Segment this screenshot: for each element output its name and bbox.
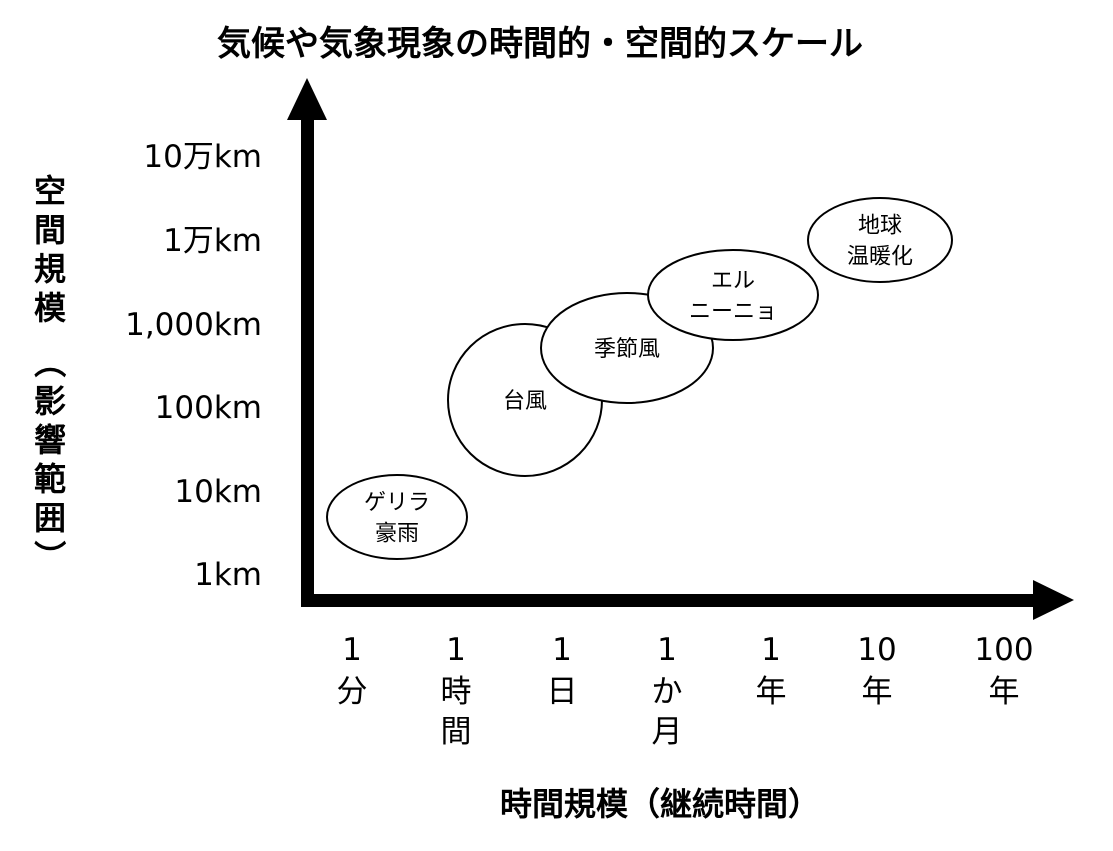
y-axis [287, 78, 327, 607]
y-tick: 1,000km [125, 307, 262, 343]
y-axis-label-char: 響 [34, 421, 66, 459]
y-tick-labels: 10万km 1万km 1,000km 100km 10km 1km [125, 139, 262, 593]
x-tick: 10 [857, 632, 896, 668]
y-tick: 10万km [143, 139, 262, 175]
y-axis-label-char: 間 [34, 211, 66, 249]
x-tick: 年 [862, 674, 893, 710]
x-tick: 1 [552, 632, 572, 668]
x-tick: 1 [761, 632, 781, 668]
x-tick: 1 [446, 632, 466, 668]
bubble-label: ニーニョ [689, 300, 777, 325]
x-tick: 100 [974, 632, 1033, 668]
x-axis-label: 時間規模（継続時間） [500, 785, 820, 823]
x-tick: 年 [756, 674, 787, 710]
x-tick: 分 [337, 674, 368, 710]
y-axis-label-char: 影 [34, 382, 66, 420]
bubble-ellipse [647, 249, 819, 341]
y-axis-label-char: 空 [34, 172, 66, 210]
y-axis-arrow-icon [287, 78, 327, 120]
y-axis-label-char: 規 [34, 250, 66, 288]
bubble-label: 台風 [503, 389, 547, 414]
bubble-label: 季節風 [594, 337, 660, 362]
bubble-ellipse [807, 197, 953, 283]
y-axis-line [301, 115, 314, 607]
y-tick: 100km [155, 390, 262, 426]
bubble-label: エル [711, 269, 755, 294]
y-tick: 1万km [163, 223, 262, 259]
x-tick: か [652, 674, 683, 710]
y-axis-label-char: （ [30, 346, 68, 378]
bubble-label: 地球 [858, 214, 902, 239]
bubble-label: 温暖化 [847, 245, 913, 270]
x-tick: 時 [441, 674, 472, 710]
bubble-ellipse [326, 474, 468, 560]
bubble-label: ゲリラ [364, 491, 430, 516]
x-axis [301, 580, 1074, 620]
x-tick: 間 [441, 714, 472, 750]
x-tick: 月 [652, 714, 683, 750]
x-tick: 1 [657, 632, 677, 668]
y-axis-label-char: 囲 [34, 499, 66, 537]
y-axis-label-char: 範 [34, 460, 66, 498]
diagram-title: 気候や気象現象の時間的・空間的スケール [217, 24, 863, 64]
y-tick: 10km [174, 474, 262, 510]
x-tick: 日 [547, 674, 578, 710]
y-tick: 1km [194, 557, 262, 593]
x-axis-line [301, 594, 1041, 607]
x-tick: 年 [989, 674, 1020, 710]
x-tick-labels: 1 分 1 時間 1 日 1 か月 1 年 10 年 100 年 [337, 632, 1034, 750]
bubble-label: 豪雨 [375, 522, 419, 547]
y-axis-label-char: 模 [34, 289, 66, 327]
x-axis-arrow-icon [1033, 580, 1074, 620]
x-tick: 1 [342, 632, 362, 668]
y-axis-label-char: ） [30, 540, 68, 572]
